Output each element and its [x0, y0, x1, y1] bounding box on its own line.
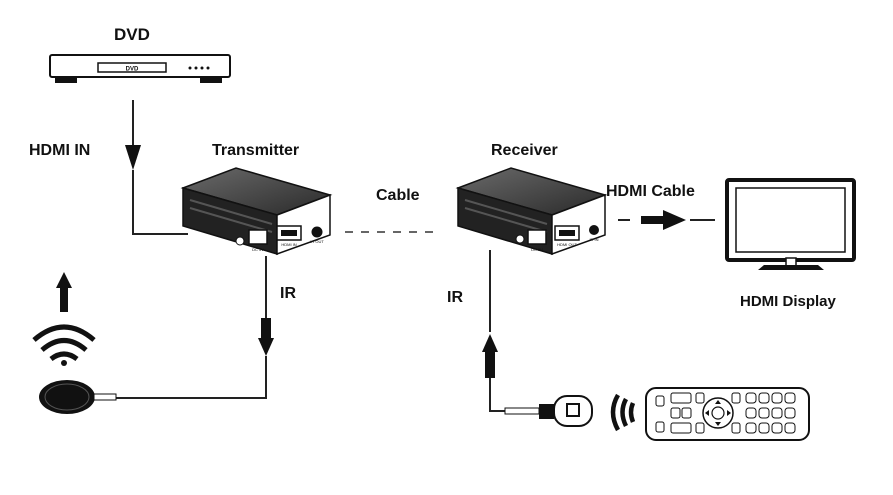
up-arrow-icon: [56, 272, 72, 312]
ir-emitter-connection: [116, 256, 274, 399]
remote-signal-waves-icon: [610, 393, 636, 432]
hdmi-cable-label: HDMI Cable: [606, 183, 695, 200]
ir-tx-label: IR: [280, 285, 296, 302]
receiver-icon: DC 5V HDMI OUT IR IN: [455, 167, 608, 256]
transmitter-icon: DC 5V HDMI IN IR OUT: [180, 167, 333, 256]
right-arrow-icon: [663, 210, 686, 230]
rx-ir-label: IR IN: [589, 237, 598, 242]
down-arrow-icon: [125, 145, 141, 170]
receiver-label: Receiver: [491, 142, 558, 159]
up-arrow-icon: [482, 334, 498, 352]
rx-dc-label: DC 5V: [531, 247, 543, 252]
tx-ir-label: IR OUT: [310, 239, 324, 244]
ir-receiver-icon: [504, 395, 593, 427]
ir-rx-label: IR: [447, 289, 463, 306]
ir-receiver-connection: [482, 250, 538, 412]
down-arrow-icon: [258, 338, 274, 356]
dvd-slot-label: DVD: [126, 67, 139, 73]
tx-hdmi-label: HDMI IN: [281, 242, 296, 247]
hdmi-in-connection: [125, 100, 188, 235]
dvd-label: DVD: [114, 25, 150, 44]
remote-control-icon: [645, 387, 810, 441]
cable-label: Cable: [376, 187, 420, 204]
rx-hdmi-label: HDMI OUT: [557, 242, 577, 247]
ir-emitter-icon: [39, 380, 117, 414]
hdmi-display-label: HDMI Display: [740, 293, 836, 310]
dvd-player-icon: DVD: [49, 54, 231, 83]
hdmi-in-label: HDMI IN: [29, 142, 91, 159]
tv-display-icon: [725, 178, 856, 270]
hdmi-cable-connection: [618, 210, 715, 230]
tx-dc-label: DC 5V: [252, 247, 264, 252]
signal-waves-icon: [32, 324, 96, 366]
transmitter-label: Transmitter: [212, 142, 300, 159]
